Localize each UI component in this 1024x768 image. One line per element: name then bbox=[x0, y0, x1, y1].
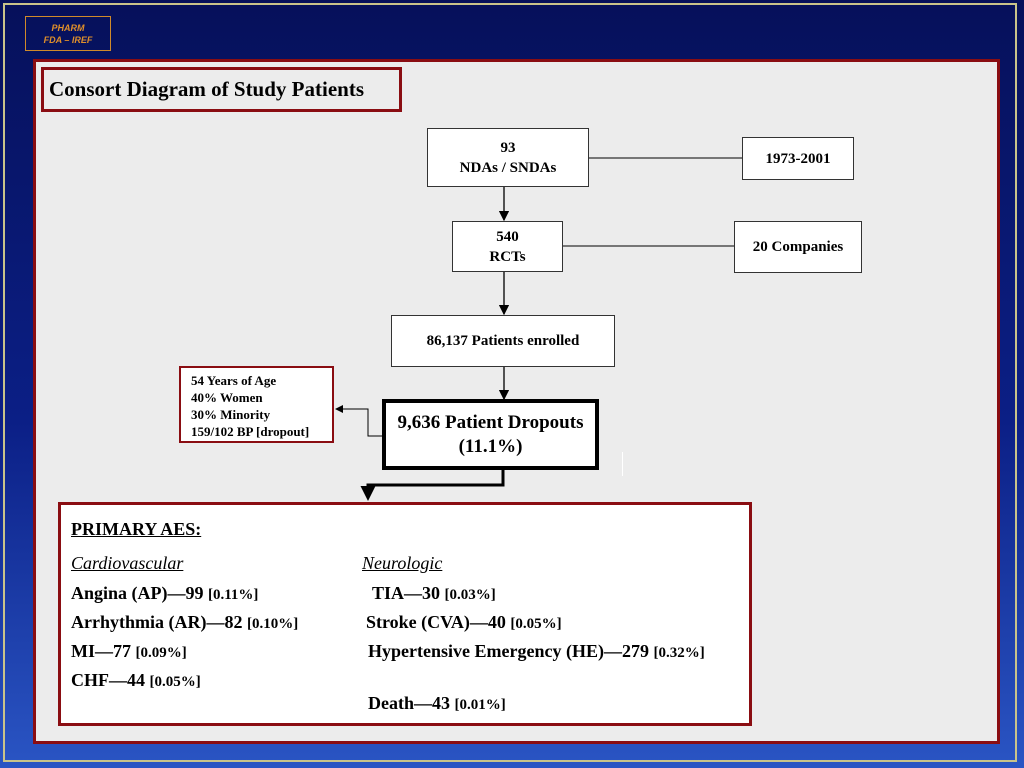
companies-box: 20 Companies bbox=[734, 221, 862, 273]
enrolled-label: 86,137 Patients enrolled bbox=[426, 333, 580, 349]
neuro-heading: Neurologic bbox=[362, 553, 443, 573]
dropouts-box: 9,636 Patient Dropouts (11.1%) bbox=[382, 399, 599, 470]
text-cursor bbox=[622, 452, 623, 476]
ndas-count: 93 bbox=[500, 139, 516, 156]
primary-aes-box: PRIMARY AES: Cardiovascular Neurologic A… bbox=[58, 502, 752, 726]
logo-line-1: PHARM bbox=[51, 23, 85, 33]
neuro-item-tia: TIA—30 [0.03%] bbox=[372, 583, 496, 604]
cardio-item-mi: MI—77 [0.09%] bbox=[71, 641, 187, 662]
neuro-item-stroke: Stroke (CVA)—40 [0.05%] bbox=[366, 612, 562, 633]
neuro-item-name: Hypertensive Emergency (HE)—279 bbox=[368, 641, 649, 661]
slide-title: Consort Diagram of Study Patients bbox=[41, 67, 402, 112]
neuro-item-he: Hypertensive Emergency (HE)—279 [0.32%] bbox=[368, 641, 705, 662]
demographics-box: 54 Years of Age 40% Women 30% Minority 1… bbox=[179, 366, 334, 443]
neuro-item-pct: [0.01%] bbox=[454, 697, 506, 713]
cardio-item-pct: [0.09%] bbox=[135, 645, 187, 661]
demographics-minority: 30% Minority bbox=[191, 407, 271, 422]
cardio-item-chf: CHF—44 [0.05%] bbox=[71, 670, 201, 691]
years-box: 1973-2001 bbox=[742, 137, 854, 180]
dropouts-label: 9,636 Patient Dropouts bbox=[397, 411, 584, 433]
neuro-item-pct: [0.03%] bbox=[444, 587, 496, 603]
cardio-item-pct: [0.10%] bbox=[246, 616, 299, 632]
dropouts-to-aes-arrow bbox=[360, 469, 505, 501]
cardio-item-name: MI—77 bbox=[71, 641, 131, 661]
neuro-item-pct: [0.05%] bbox=[510, 616, 562, 632]
neuro-item-death: Death—43 [0.01%] bbox=[368, 693, 506, 714]
neuro-item-name: Stroke (CVA)—40 bbox=[366, 612, 506, 632]
years-label: 1973-2001 bbox=[765, 150, 831, 167]
dropouts-to-demographics-arrow bbox=[335, 405, 384, 437]
dropouts-percent: (11.1%) bbox=[458, 435, 523, 457]
neuro-item-name: Death—43 bbox=[368, 693, 450, 713]
rcts-box: 540 RCTs bbox=[452, 221, 563, 272]
neuro-item-name: TIA—30 bbox=[372, 583, 441, 603]
ndas-box: 93 NDAs / SNDAs bbox=[427, 128, 589, 187]
cardio-item-name: Arrhythmia (AR)—82 bbox=[71, 612, 243, 632]
neuro-item-pct: [0.32%] bbox=[653, 645, 705, 661]
demographics-age: 54 Years of Age bbox=[191, 373, 277, 388]
enrolled-box: 86,137 Patients enrolled bbox=[391, 315, 615, 367]
cardio-item-name: CHF—44 bbox=[71, 670, 145, 690]
cardio-item-pct: [0.05%] bbox=[149, 674, 201, 690]
pharm-logo: PHARM FDA – IREF bbox=[25, 16, 111, 51]
rcts-label: RCTs bbox=[489, 248, 526, 265]
slide-frame bbox=[3, 3, 1017, 762]
cardio-heading: Cardiovascular bbox=[71, 553, 184, 573]
rcts-count: 540 bbox=[496, 228, 519, 245]
demographics-bp: 159/102 BP [dropout] bbox=[191, 424, 310, 439]
demographics-women: 40% Women bbox=[191, 390, 263, 405]
logo-line-2: FDA – IREF bbox=[43, 35, 93, 45]
companies-label: 20 Companies bbox=[752, 239, 844, 255]
cardio-item-arrhythmia: Arrhythmia (AR)—82 [0.10%] bbox=[71, 612, 298, 633]
aes-heading: PRIMARY AES: bbox=[71, 519, 202, 539]
cardio-item-pct: [0.11%] bbox=[208, 587, 259, 603]
cardio-item-name: Angina (AP)—99 bbox=[71, 583, 204, 603]
ndas-label: NDAs / SNDAs bbox=[459, 159, 557, 176]
cardio-item-angina: Angina (AP)—99 [0.11%] bbox=[71, 583, 258, 604]
